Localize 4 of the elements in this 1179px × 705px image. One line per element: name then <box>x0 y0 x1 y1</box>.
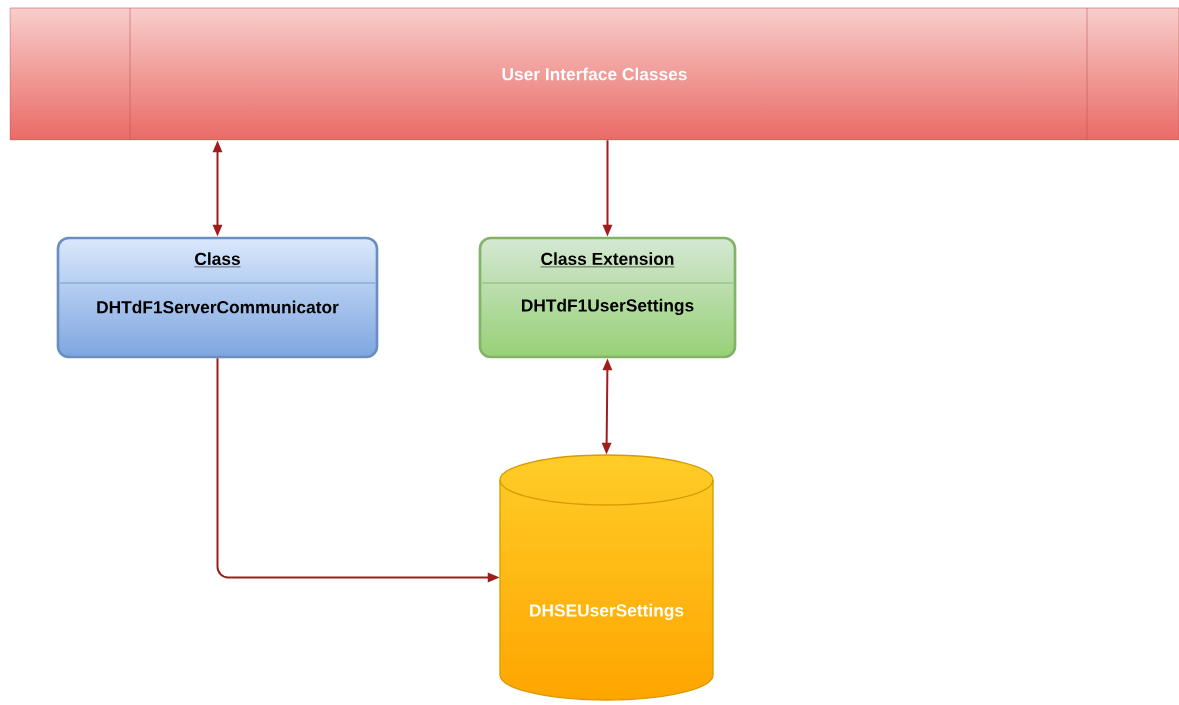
database-cylinder: DHSEUserSettings <box>499 454 714 701</box>
class-box: Class Extension DHTdF1UserSettings <box>478 236 737 359</box>
interface-band: User Interface Classes <box>9 7 1179 141</box>
class-box: Class DHTdF1ServerCommunicator <box>56 236 379 359</box>
